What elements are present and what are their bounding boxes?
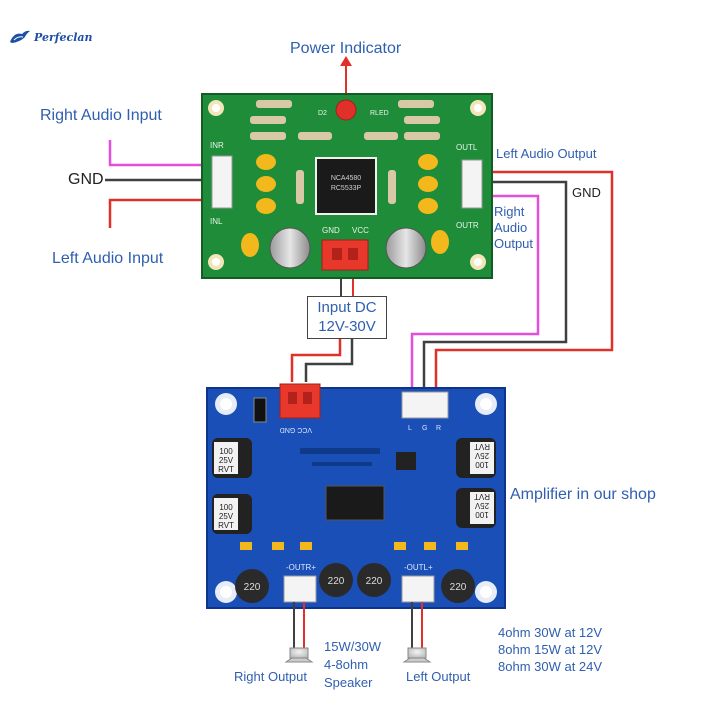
wire-dc-black bbox=[304, 337, 354, 382]
cap-tr-3: RVT bbox=[474, 442, 490, 451]
wire-right-input bbox=[108, 140, 222, 167]
amp-silk-vccgnd: VCC GND bbox=[280, 426, 312, 433]
cap-tr-1: 100 bbox=[475, 460, 489, 469]
cap-tr-2: 25V bbox=[474, 451, 489, 460]
amp-silk-outl: -OUTL+ bbox=[404, 563, 433, 572]
right-audio-input-label: Right Audio Input bbox=[40, 107, 162, 124]
power-indicator-label: Power Indicator bbox=[290, 40, 402, 57]
wire-left-output bbox=[434, 170, 614, 392]
gnd-right-label: GND bbox=[572, 185, 601, 200]
right-speaker-icon bbox=[284, 647, 314, 663]
left-audio-input-label: Left Audio Input bbox=[52, 250, 164, 267]
silk-vcc: VCC bbox=[352, 226, 369, 235]
cap-tl-1: 100 bbox=[219, 447, 233, 456]
preamp-board: RLED D2 NCA4580 RC5533P INR INL OUTL OUT… bbox=[201, 93, 493, 279]
amp-cap-bottom-left: 100 25V RVT bbox=[212, 494, 252, 534]
chip-line-2: RC5533P bbox=[331, 185, 362, 192]
cap-br-1: 100 bbox=[475, 510, 489, 519]
cap-tl-3: RVT bbox=[218, 465, 234, 474]
input-dc-box: Input DC 12V-30V bbox=[307, 296, 387, 339]
cap-br-2: 25V bbox=[474, 501, 489, 510]
cap-bl-1: 100 bbox=[219, 503, 233, 512]
gnd-left-label: GND bbox=[68, 171, 104, 188]
power-spec-2: 8ohm 15W at 12V bbox=[498, 642, 603, 657]
wire-gnd-output bbox=[422, 180, 568, 392]
silk-inr: INR bbox=[210, 141, 224, 150]
amp-cap-top-right: 100 25V RVT bbox=[456, 438, 496, 478]
silk-inl: INL bbox=[210, 217, 223, 226]
cap-br-3: RVT bbox=[474, 492, 490, 501]
bird-logo-icon bbox=[10, 30, 30, 43]
amp-silk-outr: -OUTR+ bbox=[286, 563, 316, 572]
inductor-1-label: 220 bbox=[244, 582, 261, 593]
silk-outl: OUTL bbox=[456, 143, 478, 152]
d2-silk: D2 bbox=[318, 110, 327, 117]
amp-cap-bottom-right: 100 25V RVT bbox=[456, 488, 496, 528]
speaker-spec-3: Speaker bbox=[324, 675, 373, 690]
power-connector bbox=[321, 239, 369, 271]
amp-silk-l: L bbox=[408, 425, 412, 432]
amp-silk-r: R bbox=[436, 425, 441, 432]
led-silk: RLED bbox=[370, 110, 389, 117]
amplifier-shop-label: Amplifier in our shop bbox=[510, 486, 656, 503]
left-speaker-icon bbox=[402, 647, 432, 663]
amp-silk-g: G bbox=[422, 425, 427, 432]
right-output-connector bbox=[283, 575, 317, 603]
input-dc-line-2: 12V-30V bbox=[318, 318, 376, 335]
opamp-chip bbox=[315, 157, 377, 215]
amp-power-connector bbox=[279, 383, 321, 419]
inductor-1: 220 bbox=[235, 569, 269, 603]
speaker-spec-1: 15W/30W bbox=[324, 639, 382, 654]
inductor-4: 220 bbox=[441, 569, 475, 603]
output-connector bbox=[461, 159, 483, 209]
inductor-2-label: 220 bbox=[328, 576, 345, 587]
wire-left-input bbox=[108, 198, 222, 228]
inductor-3: 220 bbox=[357, 563, 391, 597]
silk-gnd: GND bbox=[322, 226, 340, 235]
cap-tl-2: 25V bbox=[219, 456, 234, 465]
preamp-cap-left bbox=[269, 227, 311, 269]
wire-dc-red bbox=[290, 337, 342, 382]
indicator-arrow-head bbox=[340, 56, 352, 66]
right-output-label: Right Output bbox=[234, 669, 307, 684]
cap-bl-3: RVT bbox=[218, 521, 234, 530]
preamp-cap-right bbox=[385, 227, 427, 269]
input-connector bbox=[211, 155, 233, 209]
right-audio-output-label-2: Audio bbox=[494, 220, 528, 235]
amp-input-connector bbox=[401, 391, 449, 419]
right-audio-output-label-1: Right bbox=[494, 204, 525, 219]
wire-right-output bbox=[410, 194, 540, 392]
brand-logo: Perfeclan bbox=[8, 28, 93, 46]
left-output-label: Left Output bbox=[406, 669, 471, 684]
right-audio-output-label-3: Output bbox=[494, 236, 534, 251]
cap-bl-2: 25V bbox=[219, 512, 234, 521]
left-audio-output-label: Left Audio Output bbox=[496, 146, 597, 161]
silk-outr: OUTR bbox=[456, 221, 479, 230]
brand-name: Perfeclan bbox=[34, 30, 93, 44]
resistor-row-right bbox=[364, 100, 440, 140]
amp-chip bbox=[325, 485, 385, 521]
chip-line-1: NCA4580 bbox=[331, 175, 361, 182]
inductor-3-label: 220 bbox=[366, 576, 383, 587]
power-led bbox=[335, 99, 357, 121]
input-dc-line-1: Input DC bbox=[317, 299, 377, 316]
amp-board: VCC GND L G R 100 25V RVT 100 25V RVT 10… bbox=[206, 383, 506, 609]
power-spec-3: 8ohm 30W at 24V bbox=[498, 659, 603, 674]
amp-cap-top-left: 100 25V RVT bbox=[212, 438, 252, 478]
left-output-connector bbox=[401, 575, 435, 603]
power-spec-1: 4ohm 30W at 12V bbox=[498, 625, 603, 640]
inductor-2: 220 bbox=[319, 563, 353, 597]
resistor-row-left bbox=[250, 100, 332, 140]
inductor-4-label: 220 bbox=[450, 582, 467, 593]
speaker-spec-2: 4-8ohm bbox=[324, 657, 369, 672]
